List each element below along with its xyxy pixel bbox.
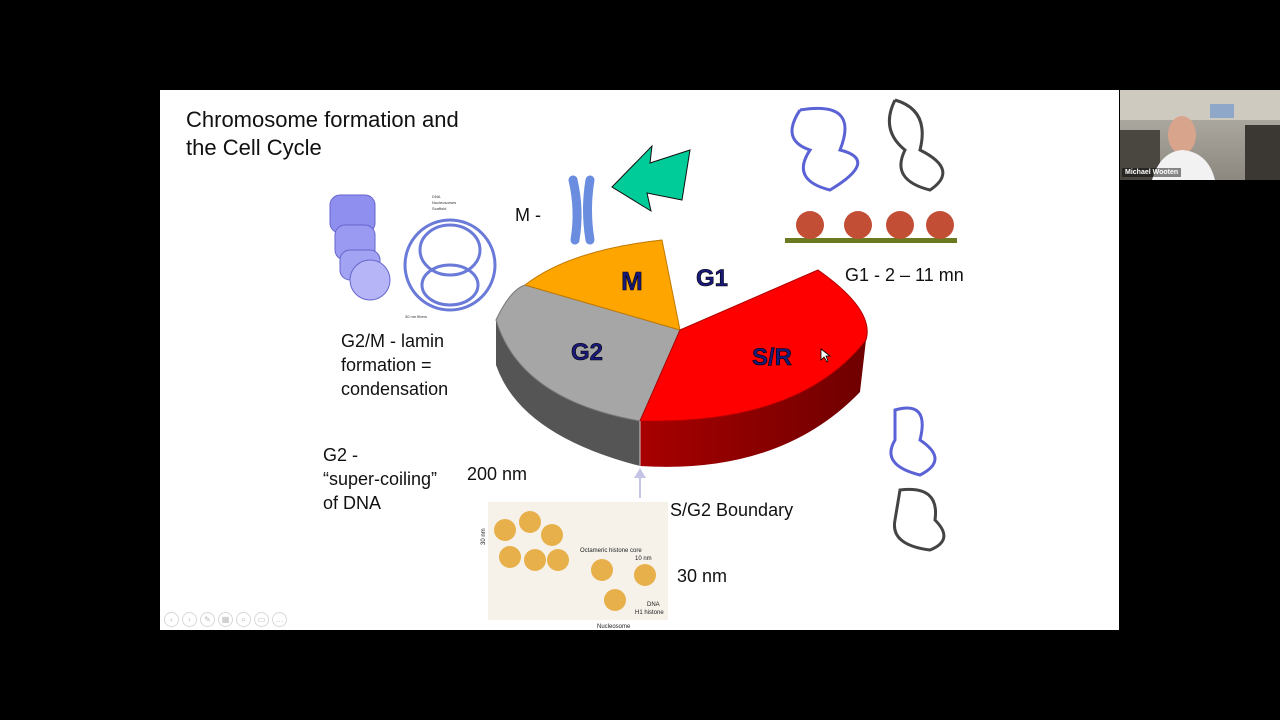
chromatin-scaffold-image: DNA Nucleosomes Scaffold 30 nm fibers	[329, 194, 497, 319]
scaffold-dna-label: DNA	[432, 194, 441, 199]
pie-label-g1: G1	[696, 265, 728, 292]
nucleosome-image: Octameric histone core 10 nm DNA H1 hist…	[481, 502, 668, 630]
pie-label-g2: G2	[571, 339, 603, 366]
boundary-arrow-icon	[634, 468, 646, 498]
presentation-slide: Chromosome formation and the Cell Cycle …	[160, 90, 1119, 630]
scaffold-30nm-label: 30 nm fibers	[405, 314, 427, 319]
metaphase-chromosome-image	[568, 175, 595, 245]
pie-label-s: S/R	[752, 344, 792, 371]
label-m-phase: M -	[515, 205, 541, 225]
label-g2m: G2/M - lamin formation = condensation	[341, 331, 449, 399]
cursor-icon	[820, 348, 832, 363]
nucleosome-h1-label: H1 histone	[635, 610, 664, 616]
prev-icon[interactable]: ‹	[164, 612, 179, 627]
label-sg2-boundary: S/G2 Boundary	[670, 500, 794, 520]
s-phase-chromatin-image	[889, 406, 946, 552]
participant-name: Michael Wooten	[1122, 168, 1182, 177]
nucleosome-core-label: Octameric histone core	[580, 548, 642, 554]
cell-cycle-pie: M G1 G2 S/R	[495, 239, 868, 467]
green-arrow-icon	[611, 144, 691, 213]
scaffold-nucleosomes-label: Nucleosomes	[432, 200, 456, 205]
label-200nm: 200 nm	[467, 464, 528, 484]
slides-icon[interactable]: ▦	[218, 612, 233, 627]
participant-video-tile[interactable]: Michael Wooten	[1120, 90, 1280, 180]
slideshow-toolbar: ‹ › ✎ ▦ ⌕ ▭ …	[164, 612, 287, 627]
nucleosome-height-label: 30 nm	[481, 528, 487, 545]
pie-label-m: M	[621, 266, 643, 296]
g1-chromatin-image	[785, 98, 957, 243]
nucleosome-width-label: 10 nm	[635, 556, 652, 562]
zoom-icon[interactable]: ⌕	[236, 612, 251, 627]
cell-cycle-pie-figure: DNA Nucleosomes Scaffold 30 nm fibers M …	[329, 98, 957, 630]
nucleosome-label: Nucleosome	[597, 624, 631, 630]
label-30nm: 30 nm	[677, 566, 728, 586]
slide-title: Chromosome formation and the Cell Cycle	[186, 107, 459, 160]
subtitles-icon[interactable]: ▭	[254, 612, 269, 627]
label-g1: G1 - 2 – 11 mn	[845, 265, 964, 285]
pen-icon[interactable]: ✎	[200, 612, 215, 627]
participant-video	[1120, 90, 1280, 180]
nucleosome-dna-label: DNA	[647, 602, 660, 608]
label-g2-supercoiling: G2 - “super-coiling” of DNA	[323, 445, 438, 513]
next-icon[interactable]: ›	[182, 612, 197, 627]
more-icon[interactable]: …	[272, 612, 287, 627]
scaffold-label: Scaffold	[432, 206, 446, 211]
